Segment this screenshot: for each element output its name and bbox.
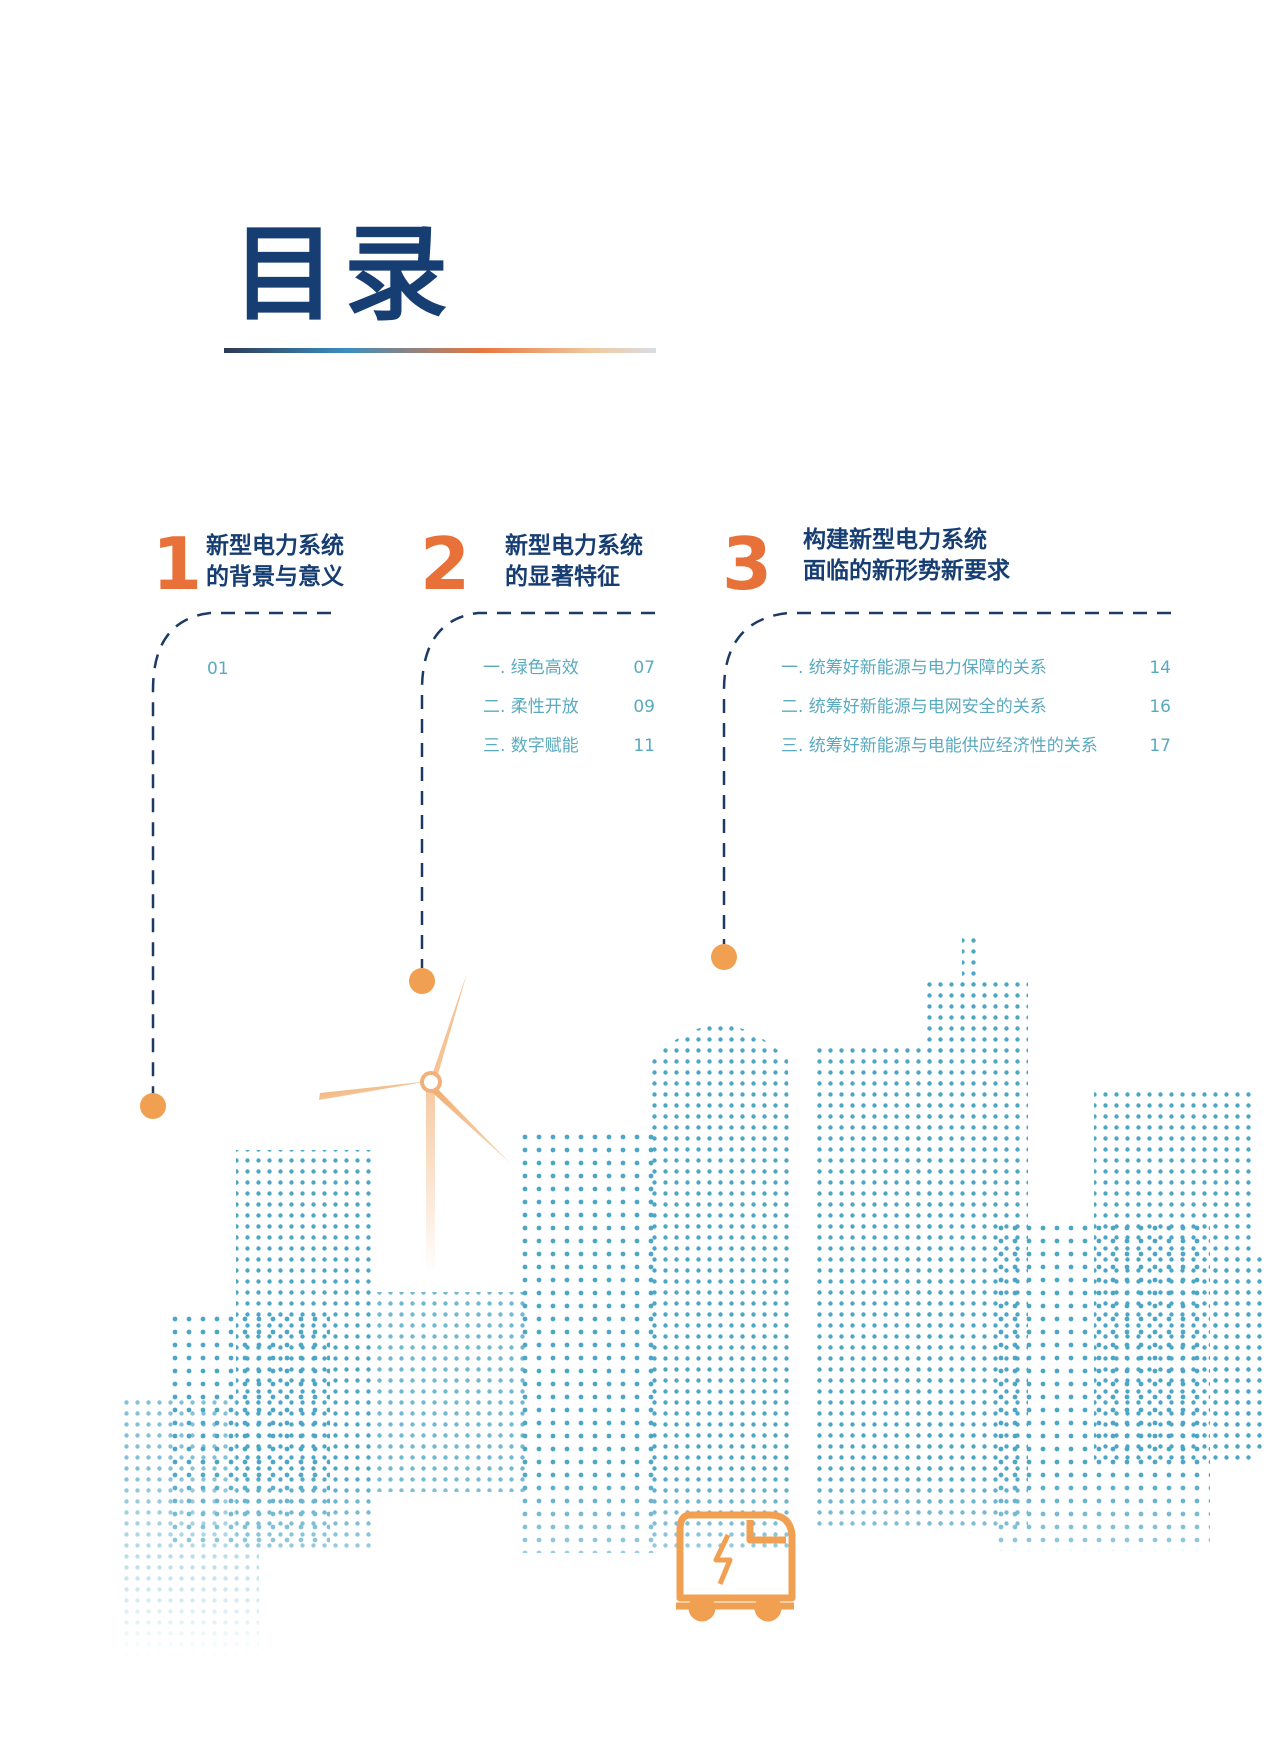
building (962, 935, 982, 985)
toc-page: 09 (633, 697, 655, 717)
section-3-number: 3 (722, 522, 773, 606)
building (1210, 1255, 1265, 1455)
building (649, 1025, 792, 1551)
toc-page: 07 (633, 658, 655, 678)
page-title: 目录 (232, 213, 457, 335)
heading-line: 面临的新形势新要求 (803, 558, 1010, 584)
connector-3 (722, 611, 1171, 944)
electric-bus-icon (676, 1511, 796, 1622)
toc-item[interactable]: 一. 绿色高效 (483, 658, 579, 678)
toc-page: 17 (1149, 736, 1171, 756)
toc-item[interactable]: 二. 柔性开放 (483, 697, 579, 717)
toc-item[interactable]: 三. 统筹好新能源与电能供应经济性的关系 (781, 736, 1098, 756)
toc-page: 11 (633, 736, 655, 756)
connector-dot (409, 968, 435, 994)
connector-2 (420, 611, 655, 968)
section-3-heading[interactable]: 构建新型电力系统 面临的新形势新要求 (803, 525, 1010, 587)
toc-page: 14 (1149, 658, 1171, 678)
toc-item[interactable]: 三. 数字赋能 (483, 736, 579, 756)
section-2-heading[interactable]: 新型电力系统 的显著特征 (505, 531, 643, 593)
heading-line: 的显著特征 (505, 564, 620, 590)
wind-turbine-icon (319, 973, 511, 1275)
connector-1 (151, 611, 331, 1095)
toc-item[interactable]: 一. 统筹好新能源与电力保障的关系 (781, 658, 1047, 678)
building (522, 1133, 660, 1553)
building (374, 1292, 528, 1492)
heading-line: 构建新型电力系统 (803, 527, 987, 553)
heading-line: 新型电力系统 (505, 533, 643, 559)
heading-line: 的背景与意义 (206, 564, 344, 590)
toc-item[interactable]: 二. 统筹好新能源与电网安全的关系 (781, 697, 1047, 717)
toc-page: 16 (1149, 697, 1171, 717)
connector-dot (140, 1093, 166, 1119)
section-1-number: 1 (152, 522, 203, 606)
connector-dot (711, 944, 737, 970)
section-1-page[interactable]: 01 (207, 659, 229, 679)
title-underline (224, 348, 656, 353)
heading-line: 新型电力系统 (206, 533, 344, 559)
section-1-heading[interactable]: 新型电力系统 的背景与意义 (206, 531, 344, 593)
building (236, 1150, 374, 1550)
section-2-number: 2 (420, 522, 471, 606)
